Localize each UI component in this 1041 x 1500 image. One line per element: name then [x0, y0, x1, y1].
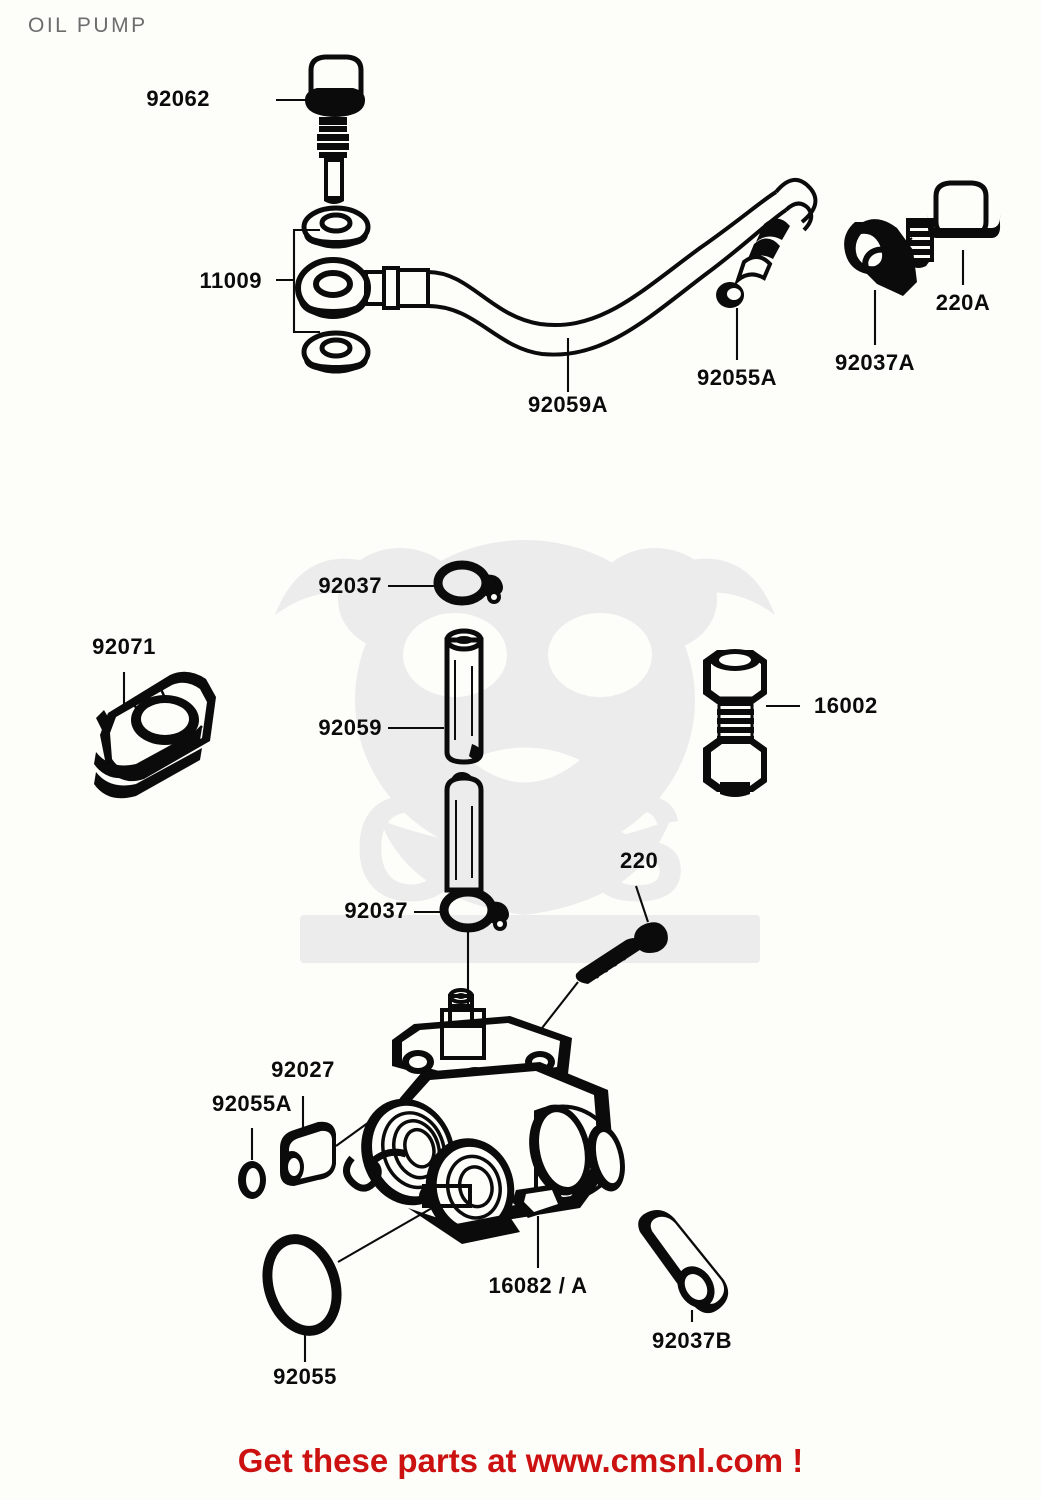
part-92037-o-ring-lower: [439, 887, 509, 933]
part-92062-oil-pressure-switch-bolt: [305, 54, 365, 204]
part-92055A-o-ring-upper: [716, 282, 745, 308]
label-92037-upper: 92037: [318, 573, 382, 598]
part-92059A-oil-pipe: [295, 178, 818, 357]
label-92037A: 92037A: [835, 350, 915, 375]
label-92071: 92071: [92, 634, 156, 659]
label-92055A-lower: 92055A: [212, 1091, 292, 1116]
label-220: 220: [620, 848, 658, 873]
part-220-mounting-screw: [575, 922, 668, 984]
leader-220: [635, 885, 649, 923]
part-92027-collar: [280, 1121, 336, 1186]
part-92055A-o-ring-lower: [238, 1161, 266, 1199]
label-92037B: 92037B: [652, 1328, 732, 1353]
label-92059: 92059: [318, 715, 382, 740]
watermark-url: WWW.CMSNL.COM: [327, 916, 733, 965]
part-92059-dowel-pin-lower: [444, 772, 484, 893]
label-16082: 16082 / A: [488, 1273, 587, 1298]
label-92055A-upper: 92055A: [697, 365, 777, 390]
part-92037-o-ring-upper: [433, 560, 503, 606]
label-92059A: 92059A: [528, 392, 608, 417]
part-11009-gasket-washers: [301, 205, 371, 374]
assembly-line-o-ring-large: [337, 1207, 433, 1263]
assembly-line-collar: [335, 1077, 431, 1147]
part-92059-dowel-pin-upper: [444, 628, 484, 765]
part-16082-oil-pump-body: [343, 988, 625, 1244]
part-92037A-pipe-clamp: [844, 219, 917, 296]
label-16002: 16002: [814, 693, 878, 718]
part-220A-clamp-screw: [906, 180, 1001, 268]
assembly-line-clamp-screw: [892, 237, 913, 253]
part-16002-relief-valve-bolt: [703, 649, 767, 797]
label-11009: 11009: [200, 268, 262, 293]
page-title: OIL PUMP: [28, 14, 148, 37]
label-92062: 92062: [146, 86, 210, 111]
leader-bracket-11009: [276, 228, 320, 334]
cmsnl-watermark: CMS WWW.CMSNL.COM: [275, 540, 775, 965]
footer-promo-banner: Get these parts at www.cmsnl.com !: [237, 1442, 804, 1479]
label-92027: 92027: [271, 1057, 335, 1082]
label-92037-lower: 92037: [344, 898, 408, 923]
part-92055-o-ring-large: [262, 1234, 342, 1336]
watermark-brand: CMS: [353, 764, 686, 932]
part-92071-rubber-damper: [94, 671, 216, 799]
label-92055: 92055: [273, 1364, 337, 1389]
part-92037B-pump-lever: [638, 1210, 729, 1314]
label-220A: 220A: [936, 290, 991, 315]
